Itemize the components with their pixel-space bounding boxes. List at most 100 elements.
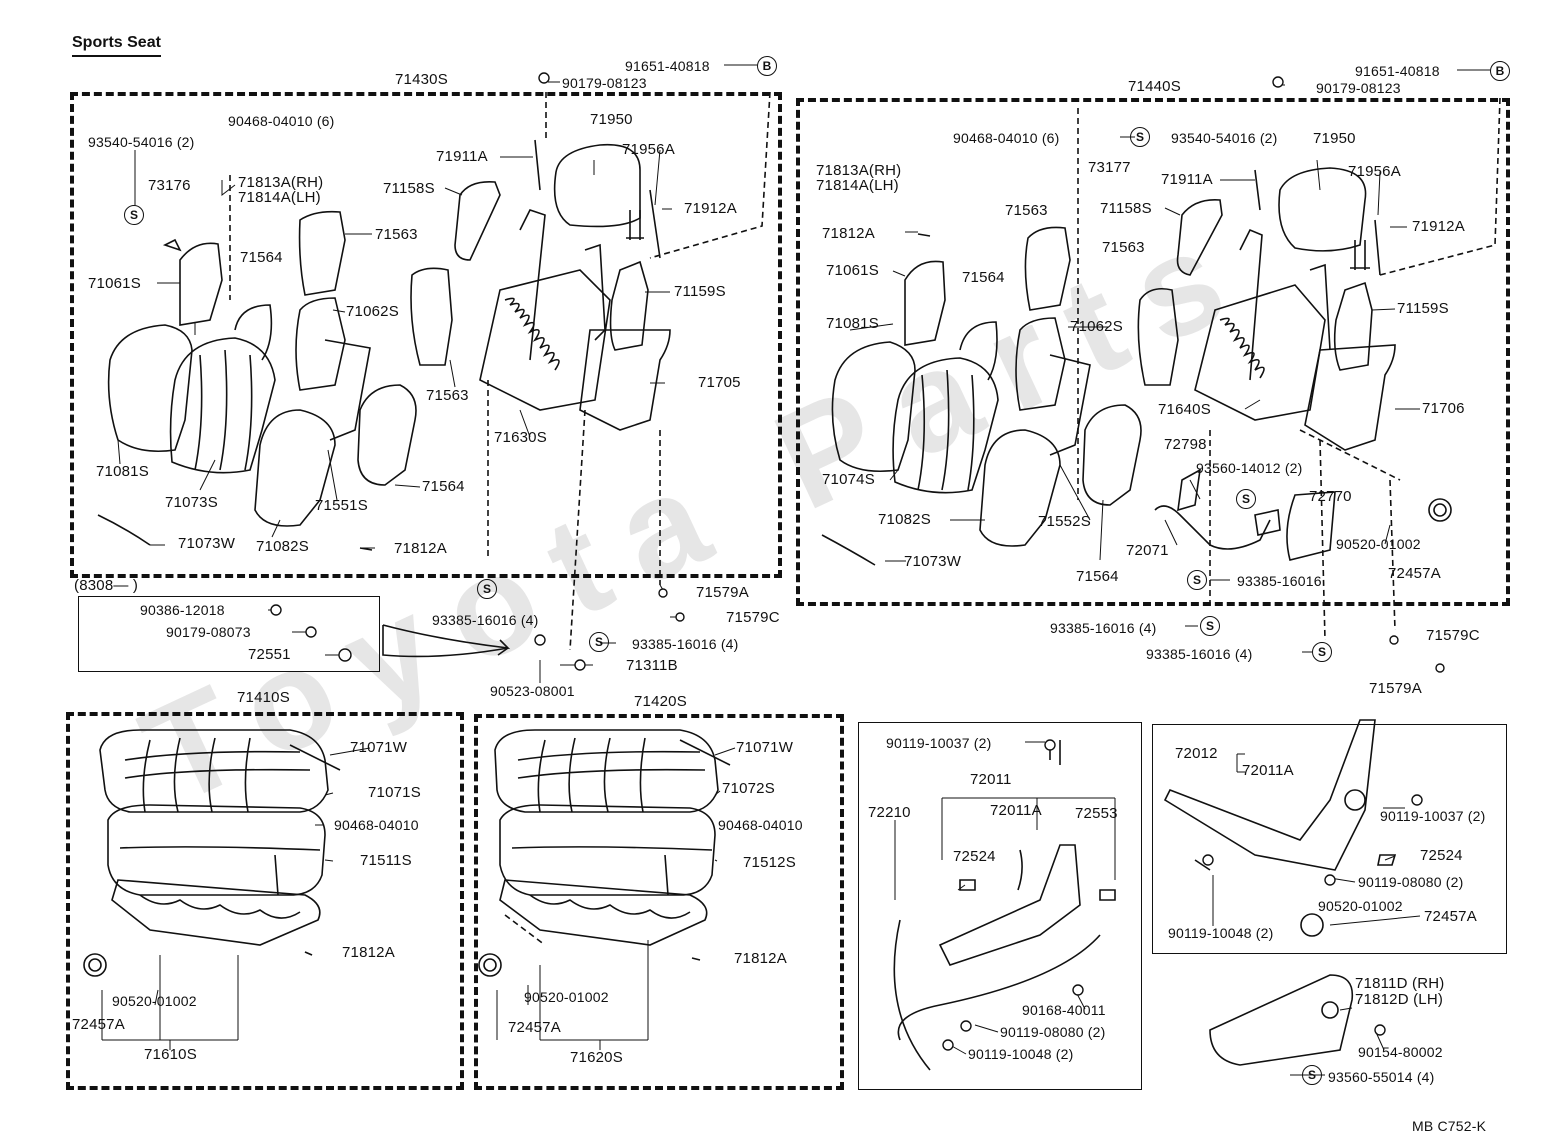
s-symbol: S	[1312, 642, 1332, 662]
part-71812a: 71812A	[734, 950, 787, 967]
part-90468-04010: 90468-04010	[718, 817, 803, 833]
part-90179-08073: 90179-08073	[166, 624, 251, 640]
part-93385-16016: 93385-16016	[1237, 573, 1322, 589]
part-71430s: 71430S	[395, 71, 448, 88]
part-71071w: 71071W	[736, 739, 794, 756]
part-72770: 72770	[1309, 488, 1352, 505]
part-71311b: 71311B	[626, 657, 678, 674]
part-93385-16016: 93385-16016 (4)	[632, 636, 739, 652]
part-90154-80002: 90154-80002	[1358, 1044, 1443, 1060]
part-90468-04010: 90468-04010 (6)	[953, 130, 1060, 146]
group-box-71410s	[66, 712, 464, 1090]
part-71082s: 71082S	[878, 511, 931, 528]
seat-track-72011	[938, 844, 1081, 966]
part-71813a: 71813A(RH)	[816, 162, 902, 179]
part-93560-14012: 93560-14012 (2)	[1196, 460, 1303, 476]
part-71630s: 71630S	[494, 429, 547, 446]
box-8308-hardware	[78, 596, 380, 672]
part-93540-54016: 93540-54016 (2)	[88, 134, 195, 150]
s-symbol: S	[1187, 570, 1207, 590]
part-71061s: 71061S	[826, 262, 879, 279]
part-71911a: 71911A	[1161, 171, 1213, 188]
part-71563: 71563	[375, 226, 418, 243]
part-71579a: 71579A	[1369, 680, 1422, 697]
part-72011: 72011	[970, 771, 1012, 788]
headrest-71950-right	[1278, 167, 1367, 252]
part-71610s: 71610S	[144, 1046, 197, 1063]
part-71158s: 71158S	[1100, 200, 1152, 217]
part-71620s: 71620S	[570, 1049, 623, 1066]
s-symbol: S	[124, 205, 144, 225]
part-71410s: 71410S	[237, 689, 290, 706]
diagram-code: MB C752-K	[1412, 1118, 1487, 1134]
part-71564: 71564	[422, 478, 465, 495]
seatback-frame-71630s-left	[479, 269, 611, 411]
part-72011a: 72011A	[990, 802, 1042, 819]
part-71081s: 71081S	[96, 463, 149, 480]
group-box-71430s	[70, 92, 782, 578]
part-71073s: 71073S	[165, 494, 218, 511]
part-91651-40818: 91651-40818	[1355, 63, 1440, 79]
part-93385-16016: 93385-16016 (4)	[432, 612, 539, 628]
part-71074s: 71074S	[822, 471, 875, 488]
part-90168-40011: 90168-40011	[1022, 1002, 1106, 1018]
part-71950: 71950	[590, 111, 633, 128]
s-symbol: S	[589, 632, 609, 652]
part-72011a: 72011A	[1242, 762, 1294, 779]
seatback-cover-71081s-right	[831, 341, 916, 473]
date-range-8308: (8308— )	[74, 577, 139, 594]
group-box-71420s	[474, 714, 844, 1090]
part-72457a: 72457A	[508, 1019, 561, 1036]
seatback-cover-71082s	[254, 409, 336, 527]
box-power-adjuster	[1152, 724, 1507, 954]
part-72457a: 72457A	[1388, 565, 1441, 582]
part-71552s: 71552S	[1038, 513, 1091, 530]
part-93385-16016: 93385-16016 (4)	[1050, 620, 1157, 636]
part-71564: 71564	[1076, 568, 1119, 585]
part-90119-10048: 90119-10048 (2)	[1168, 925, 1274, 941]
part-71912a: 71912A	[1412, 218, 1465, 235]
part-71811d: 71811D (RH)	[1355, 975, 1445, 992]
part-72551: 72551	[248, 646, 291, 663]
part-71062s: 71062S	[346, 303, 399, 320]
part-90468-04010: 90468-04010	[334, 817, 419, 833]
part-72553: 72553	[1075, 805, 1118, 822]
part-71814a: 71814A(LH)	[816, 177, 899, 194]
part-71440s: 71440S	[1128, 78, 1181, 95]
part-93540-54016: 93540-54016 (2)	[1171, 130, 1278, 146]
part-90520-01002: 90520-01002	[112, 993, 197, 1009]
s-symbol: S	[1302, 1065, 1322, 1085]
part-71071s: 71071S	[368, 784, 421, 801]
seatback-cover-71074s	[892, 357, 999, 494]
part-72524: 72524	[953, 848, 996, 865]
part-71511s: 71511S	[360, 852, 412, 869]
seat-frame-71610s	[111, 879, 321, 946]
part-71579c: 71579C	[726, 609, 780, 626]
part-72071: 72071	[1126, 542, 1169, 559]
part-90179-08123: 90179-08123	[562, 75, 647, 91]
part-71956a: 71956A	[1348, 163, 1401, 180]
recliner-cover-71811d	[1209, 974, 1354, 1066]
part-71512s: 71512S	[743, 854, 796, 871]
part-71812d: 71812D (LH)	[1355, 991, 1444, 1008]
part-71814a: 71814A(LH)	[238, 189, 321, 206]
part-71956a: 71956A	[622, 141, 675, 158]
part-71705: 71705	[698, 374, 741, 391]
part-71158s: 71158S	[383, 180, 435, 197]
s-symbol: S	[1130, 127, 1150, 147]
part-71564: 71564	[962, 269, 1005, 286]
part-72457a: 72457A	[1424, 908, 1477, 925]
part-71061s: 71061S	[88, 275, 141, 292]
part-90468-04010: 90468-04010 (6)	[228, 113, 335, 129]
group-box-71440s	[796, 98, 1510, 606]
part-72210: 72210	[868, 804, 911, 821]
part-71812a: 71812A	[822, 225, 875, 242]
part-71159s: 71159S	[674, 283, 726, 300]
part-90520-01002: 90520-01002	[524, 989, 609, 1005]
seat-pad-71511s	[107, 804, 326, 896]
part-71071w: 71071W	[350, 739, 408, 756]
s-symbol: S	[477, 579, 497, 599]
seatback-cover-71082s-right	[979, 429, 1061, 547]
part-71563: 71563	[426, 387, 469, 404]
